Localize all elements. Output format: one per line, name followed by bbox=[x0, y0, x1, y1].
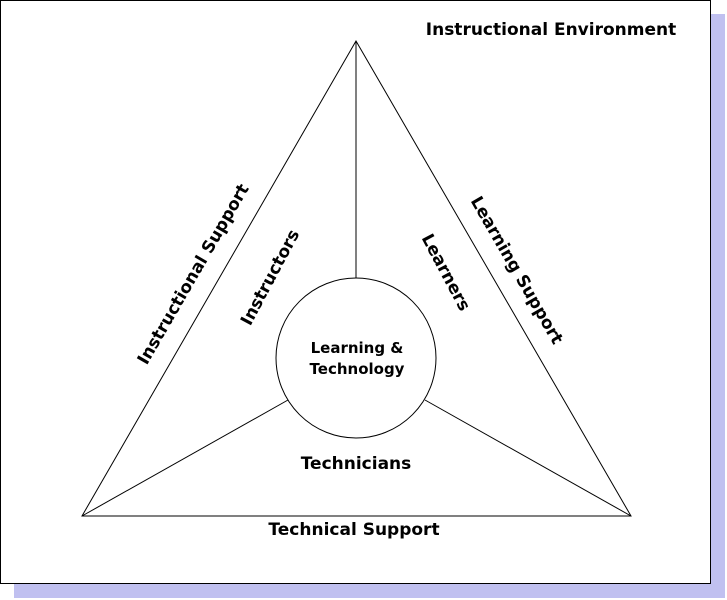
center-label-line2: Technology bbox=[310, 360, 405, 378]
environment-title: Instructional Environment bbox=[426, 20, 676, 40]
instructional-support-label: Instructional Support bbox=[134, 181, 254, 369]
center-label-line1: Learning & bbox=[311, 339, 404, 357]
technicians-label: Technicians bbox=[301, 454, 412, 474]
learning-support-label: Learning Support bbox=[466, 193, 567, 348]
outer-triangle bbox=[81, 40, 632, 517]
spoke-left bbox=[81, 399, 289, 517]
center-circle bbox=[275, 277, 437, 439]
learners-label: Learners bbox=[417, 231, 474, 315]
spoke-right bbox=[424, 399, 632, 517]
technical-support-label: Technical Support bbox=[268, 520, 439, 540]
